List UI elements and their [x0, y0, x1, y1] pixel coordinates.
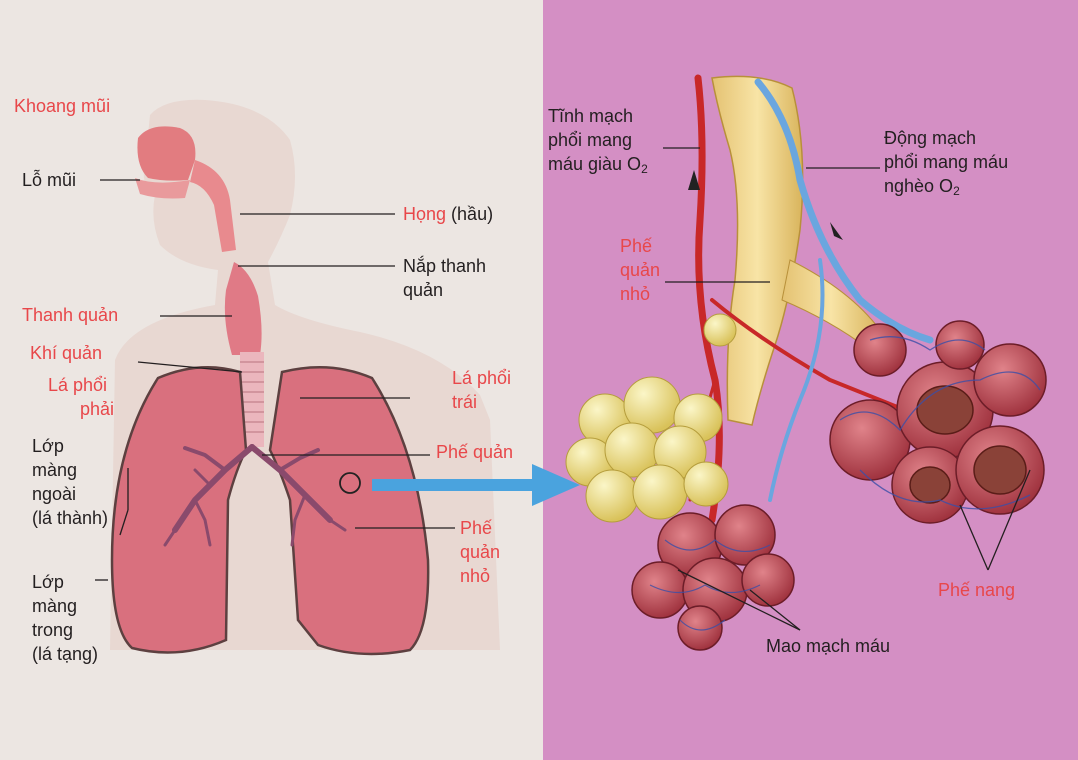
label-phe-quan-nho-right-line3: nhỏ — [620, 282, 660, 306]
label-dong-mach-line3: nghèo O — [884, 176, 953, 196]
label-lop-mang-ngoai: Lớp màng ngoài (lá thành) — [32, 434, 108, 530]
label-hong-group: Họng (hầu) — [403, 202, 493, 226]
label-phe-quan-nho-right-line1: Phế — [620, 234, 660, 258]
label-thanh-quan: Thanh quản — [22, 303, 118, 327]
label-lop-mang-trong: Lớp màng trong (lá tạng) — [32, 570, 98, 666]
label-hau: (hầu) — [451, 204, 493, 224]
label-la-phoi-phai-line1: Lá phổi — [48, 373, 114, 397]
label-tinh-mach: Tĩnh mạch phổi mang máu giàu O2 — [548, 104, 648, 181]
label-tinh-mach-sub: 2 — [641, 162, 648, 176]
label-la-phoi-trai-line2: trái — [452, 390, 511, 414]
label-tinh-mach-line1: Tĩnh mạch — [548, 104, 648, 128]
label-lop-mang-trong-line3: trong — [32, 618, 98, 642]
label-dong-mach-line1: Động mạch — [884, 126, 1008, 150]
label-phe-quan-nho-right-line2: quản — [620, 258, 660, 282]
label-la-phoi-phai-line2: phải — [48, 397, 114, 421]
label-dong-mach-line2: phổi mang máu — [884, 150, 1008, 174]
label-khoang-mui: Khoang mũi — [14, 94, 110, 118]
label-khi-quan: Khí quản — [30, 341, 102, 365]
label-la-phoi-trai-line1: Lá phổi — [452, 366, 511, 390]
label-lop-mang-trong-line1: Lớp — [32, 570, 98, 594]
label-nap-thanh-quan-line2: quản — [403, 278, 486, 302]
label-la-phoi-trai: Lá phổi trái — [452, 366, 511, 414]
label-phe-quan-nho-left-line3: nhỏ — [460, 564, 500, 588]
label-lop-mang-ngoai-line2: màng — [32, 458, 108, 482]
label-lop-mang-ngoai-line3: ngoài — [32, 482, 108, 506]
label-dong-mach: Động mạch phổi mang máu nghèo O2 — [884, 126, 1008, 203]
label-phe-quan-nho-left: Phế quản nhỏ — [460, 516, 500, 588]
bronchiole-tube — [712, 76, 880, 425]
label-phe-quan: Phế quản — [436, 440, 513, 464]
label-la-phoi-phai: Lá phổi phải — [48, 373, 114, 421]
label-nap-thanh-quan-line1: Nắp thanh — [403, 254, 486, 278]
label-phe-quan-nho-left-line2: quản — [460, 540, 500, 564]
label-tinh-mach-line3: máu giàu O — [548, 154, 641, 174]
label-hong: Họng — [403, 204, 446, 224]
label-phe-quan-nho-right: Phế quản nhỏ — [620, 234, 660, 306]
label-tinh-mach-line2: phổi mang — [548, 128, 648, 152]
label-nap-thanh-quan: Nắp thanh quản — [403, 254, 486, 302]
label-lop-mang-ngoai-line1: Lớp — [32, 434, 108, 458]
label-phe-nang: Phế nang — [938, 578, 1015, 602]
label-mao-mach: Mao mạch máu — [766, 634, 890, 658]
label-phe-quan-nho-left-line1: Phế — [460, 516, 500, 540]
label-lop-mang-trong-line4: (lá tạng) — [32, 642, 98, 666]
label-dong-mach-sub: 2 — [953, 184, 960, 198]
label-lo-mui: Lỗ mũi — [22, 168, 76, 192]
label-lop-mang-ngoai-line4: (lá thành) — [32, 506, 108, 530]
alveoli-capillary-bottom — [632, 505, 794, 650]
label-lop-mang-trong-line2: màng — [32, 594, 98, 618]
